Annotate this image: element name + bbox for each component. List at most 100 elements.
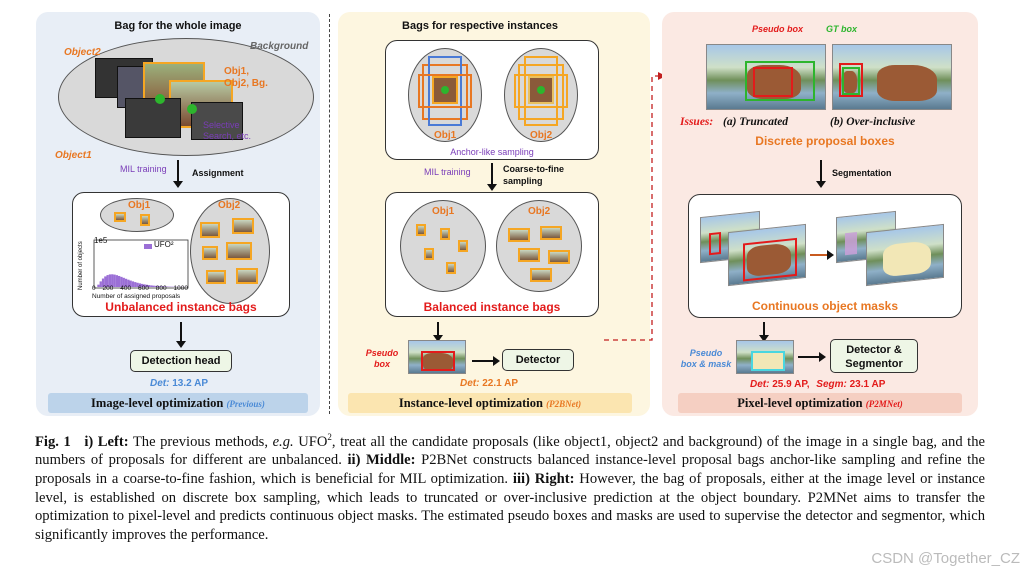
hist-xlabel: Number of assigned proposals [92, 293, 181, 300]
pseudo-text: Pseudo [365, 348, 399, 358]
histogram-bar [161, 286, 164, 287]
obj2-thumb [226, 242, 252, 260]
histogram-bar [129, 280, 132, 287]
truncated-label: (a) Truncated [723, 116, 789, 128]
hist-legend: UFO² [154, 240, 174, 249]
right-det-result: Det: 25.9 AP, Segm: 23.1 AP [750, 379, 885, 390]
obj1-list-item: Obj1, [224, 66, 250, 77]
mid-obj2-label: Obj2 [530, 130, 553, 141]
caption-text: The previous methods, [132, 433, 269, 450]
obj1-ellipse [100, 198, 174, 232]
gt-box-label: GT box [826, 24, 857, 34]
right-footer-tag: (P2MNet) [865, 399, 903, 409]
issues-label: Issues: [680, 116, 714, 128]
histogram-bar [104, 276, 107, 287]
right-footer-text: Pixel-level optimization [737, 396, 863, 410]
left-arrow-2 [176, 322, 186, 348]
mid-arrow-3 [472, 356, 500, 366]
left-det-result: Det: 13.2 AP [150, 378, 208, 389]
right-arrow-3 [798, 352, 826, 362]
left-mil-label: MIL training [120, 164, 167, 174]
mid-mil-label: MIL training [424, 167, 471, 177]
segmentation-label: Segmentation [832, 168, 892, 178]
histogram-bar [164, 286, 167, 287]
watermark: CSDN @Together_CZ [871, 550, 1020, 567]
mid-det-result: Det: 22.1 AP [460, 378, 518, 389]
histogram-bar [113, 274, 116, 287]
obj2-thumb [232, 218, 254, 234]
left-arrow-1 [173, 160, 183, 188]
det-label: Det: [750, 379, 770, 390]
segm-value: 23.1 AP [849, 379, 886, 390]
histogram-bar [106, 275, 109, 287]
det-label: Det: [150, 378, 170, 389]
xtick: 400 [120, 285, 132, 292]
obj2-list-item: Obj2, Bg. [224, 78, 268, 89]
caption-text: , treat all the candidate proposals (lik… [35, 433, 985, 469]
balanced-thumb [540, 226, 562, 240]
right-arrow-2 [759, 322, 769, 342]
sampling-text: sampling [503, 176, 543, 186]
segm-label: Segm: [816, 379, 847, 390]
caption-text: However, the bag of proposals, either at… [35, 471, 985, 543]
caption-eg: e.g. [272, 433, 294, 450]
mid-arrow-2 [433, 322, 443, 342]
cluster-1 [418, 56, 472, 126]
pseudo-bm-text-2: box & mask [680, 359, 732, 369]
balanced-thumb [518, 248, 540, 262]
mid-arrow-1 [487, 163, 497, 191]
histogram-bar [145, 284, 148, 287]
background-label: Background [250, 41, 309, 52]
caption-left-head: i) Left: [84, 433, 129, 450]
coarse-text: Coarse-to-fine [503, 164, 565, 174]
balanced-thumb [458, 240, 468, 252]
mid-obj1b-label: Obj1 [432, 206, 455, 217]
xtick: 200 [102, 285, 114, 292]
histogram-bar [147, 285, 151, 287]
coarse-fine-label: Coarse-to-fine sampling [503, 163, 564, 187]
xtick: 1000 [173, 285, 188, 292]
obj1-thumb [140, 214, 150, 226]
histogram-bar [136, 282, 139, 287]
proposal-histogram [93, 239, 189, 289]
seg-image-1b [728, 223, 806, 287]
middle-title: Bags for respective instances [402, 20, 558, 32]
histogram-bar [150, 285, 153, 287]
object1-label: Object1 [55, 150, 92, 161]
left-footer-tag: (Previous) [226, 399, 265, 409]
cluster-2 [514, 56, 568, 126]
histogram-bar [157, 286, 160, 287]
mid-footer-tag: (P2BNet) [546, 399, 582, 409]
histogram-bar [159, 286, 162, 287]
obj2-thumb [236, 268, 258, 284]
det-seg-line2: Segmentor [845, 358, 903, 370]
balanced-thumb [548, 250, 570, 264]
obj2-label-left: Obj2 [218, 200, 241, 211]
caption-mid-head: ii) Middle: [347, 452, 416, 469]
caption-fig: Fig. 1 [35, 433, 71, 450]
issues-row: Issues: [680, 116, 713, 128]
search-text: Search, etc. [203, 131, 252, 141]
figure-caption: Fig. 1 i) Left: The previous methods, e.… [35, 432, 985, 543]
mid-footer-text: Instance-level optimization [398, 396, 543, 410]
right-arrow-1 [816, 160, 826, 188]
histogram-bar [134, 282, 137, 287]
det-value: 25.9 AP, [772, 379, 810, 390]
left-title: Bag for the whole image [114, 20, 242, 32]
histogram-bar [108, 274, 112, 287]
histogram-bar [154, 285, 158, 287]
unbalanced-label: Unbalanced instance bags [105, 300, 257, 314]
histogram-bar [122, 277, 125, 287]
seg-arrow [810, 250, 834, 260]
detector-button: Detector [502, 349, 574, 371]
right-footer: Pixel-level optimization (P2MNet) [678, 393, 962, 413]
histogram-bar [99, 281, 102, 287]
detection-head-button: Detection head [130, 350, 232, 372]
image-stack [95, 58, 245, 143]
obj-list-label: Obj1, Obj2, Bg. [224, 66, 268, 90]
det-value: 22.1 AP [482, 378, 518, 389]
histogram-bar [120, 276, 123, 287]
dashed-connector [604, 72, 666, 341]
mid-pseudo-label: Pseudo box [362, 348, 402, 370]
balanced-thumb [508, 228, 530, 242]
